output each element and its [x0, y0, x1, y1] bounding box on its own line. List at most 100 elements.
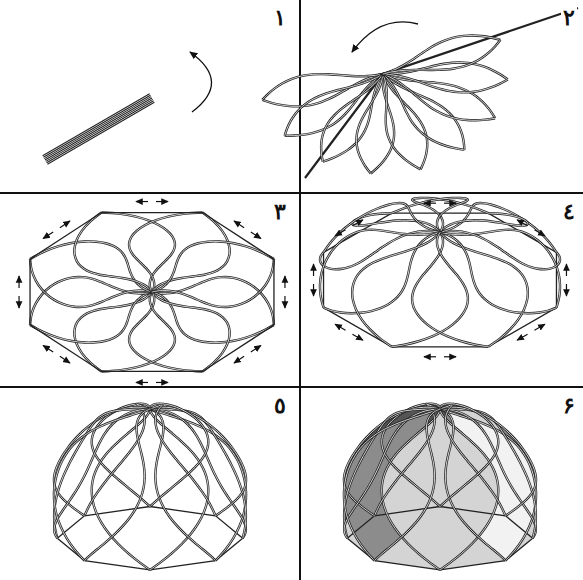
- bent-stick-highlight: [440, 232, 556, 313]
- bent-stick: [30, 277, 152, 325]
- rotation-arrow: [352, 22, 418, 52]
- direction-arrow: [566, 264, 567, 276]
- bent-stick-highlight: [101, 213, 174, 292]
- bent-stick: [374, 409, 440, 561]
- bent-stick: [84, 409, 150, 561]
- panel-number: ٤: [561, 198, 577, 224]
- panel-divider: [0, 192, 583, 194]
- bent-stick: [150, 404, 208, 507]
- stick: [45, 98, 152, 160]
- direction-arrow: [136, 201, 148, 202]
- stick: [305, 8, 578, 178]
- bent-stick: [285, 74, 383, 136]
- bent-stick-highlight: [352, 232, 440, 346]
- bent-stick: [320, 231, 440, 269]
- bent-stick: [101, 213, 174, 292]
- bent-stick-highlight: [30, 277, 152, 325]
- bent-stick-highlight: [383, 40, 500, 74]
- bent-stick: [152, 292, 274, 343]
- direction-arrow: [444, 356, 456, 357]
- bent-stick-highlight: [440, 231, 560, 269]
- bent-stick: [101, 292, 174, 371]
- direction-arrow: [424, 356, 436, 357]
- bent-stick-highlight: [440, 203, 556, 252]
- direction-arrow: [18, 276, 19, 288]
- direction-arrow: [335, 230, 345, 236]
- dome-panel: [382, 409, 499, 570]
- bent-stick: [440, 409, 536, 538]
- bent-stick-highlight: [440, 404, 506, 516]
- direction-arrow: [43, 232, 53, 239]
- direction-arrow: [284, 296, 285, 308]
- bent-stick: [30, 259, 152, 307]
- bent-stick: [152, 213, 230, 292]
- bent-stick: [344, 407, 440, 516]
- bent-stick-highlight: [285, 74, 383, 136]
- bent-stick-highlight: [150, 409, 246, 538]
- bent-stick: [150, 407, 246, 516]
- bent-stick-highlight: [152, 292, 274, 343]
- bent-stick: [383, 36, 500, 74]
- bent-stick: [285, 74, 383, 136]
- bent-stick-highlight: [150, 409, 246, 538]
- panel-number: ۲: [561, 4, 577, 30]
- bent-stick-highlight: [344, 409, 440, 561]
- bent-stick: [356, 74, 383, 174]
- rotation-arrow: [190, 52, 212, 112]
- stick: [47, 102, 154, 164]
- base-ring: [30, 213, 274, 372]
- bent-stick: [30, 241, 152, 292]
- bent-stick: [440, 404, 506, 516]
- bent-stick-highlight: [30, 259, 152, 307]
- direction-arrow: [156, 201, 168, 202]
- bent-stick: [74, 213, 152, 292]
- bent-stick: [74, 292, 152, 371]
- bent-stick-highlight: [74, 292, 152, 371]
- bent-stick-highlight: [30, 241, 152, 292]
- bent-stick: [383, 74, 495, 120]
- dome-shell: [344, 404, 536, 570]
- direction-arrow: [335, 324, 345, 330]
- bent-stick: [152, 277, 274, 325]
- bent-stick-highlight: [54, 407, 150, 516]
- bent-stick-highlight: [356, 74, 383, 174]
- bent-stick-highlight: [440, 407, 536, 516]
- bent-stick-highlight: [152, 213, 230, 292]
- panel-number: ۶: [561, 392, 577, 418]
- stick: [43, 95, 150, 157]
- stick: [47, 101, 154, 163]
- bent-stick: [150, 409, 246, 538]
- bent-stick: [152, 259, 274, 307]
- direction-arrow: [60, 221, 70, 228]
- bent-stick-highlight: [383, 74, 495, 120]
- bent-stick-highlight: [150, 404, 216, 516]
- bent-stick: [383, 74, 421, 169]
- bent-stick-highlight: [374, 409, 440, 561]
- bent-stick-highlight: [440, 232, 528, 346]
- bent-stick: [152, 241, 274, 292]
- bent-stick-highlight: [383, 36, 500, 74]
- bent-stick-highlight: [150, 407, 246, 516]
- direction-arrow: [517, 220, 527, 226]
- direction-arrow: [313, 264, 314, 276]
- stick: [43, 94, 150, 156]
- direction-arrow: [352, 334, 362, 340]
- bent-stick: [352, 232, 440, 346]
- direction-arrow: [517, 334, 527, 340]
- bent-stick: [440, 232, 556, 313]
- bent-stick: [440, 213, 528, 232]
- bent-stick: [383, 40, 500, 74]
- bent-stick-highlight: [152, 292, 230, 371]
- direction-arrow: [534, 324, 544, 330]
- bent-stick-highlight: [152, 259, 274, 307]
- stick: [46, 99, 153, 161]
- direction-arrow: [234, 356, 244, 363]
- direction-arrow: [313, 284, 314, 296]
- bent-stick-highlight: [440, 230, 560, 308]
- bent-stick: [129, 292, 202, 371]
- bent-stick-highlight: [152, 241, 274, 292]
- bent-stick: [129, 213, 202, 292]
